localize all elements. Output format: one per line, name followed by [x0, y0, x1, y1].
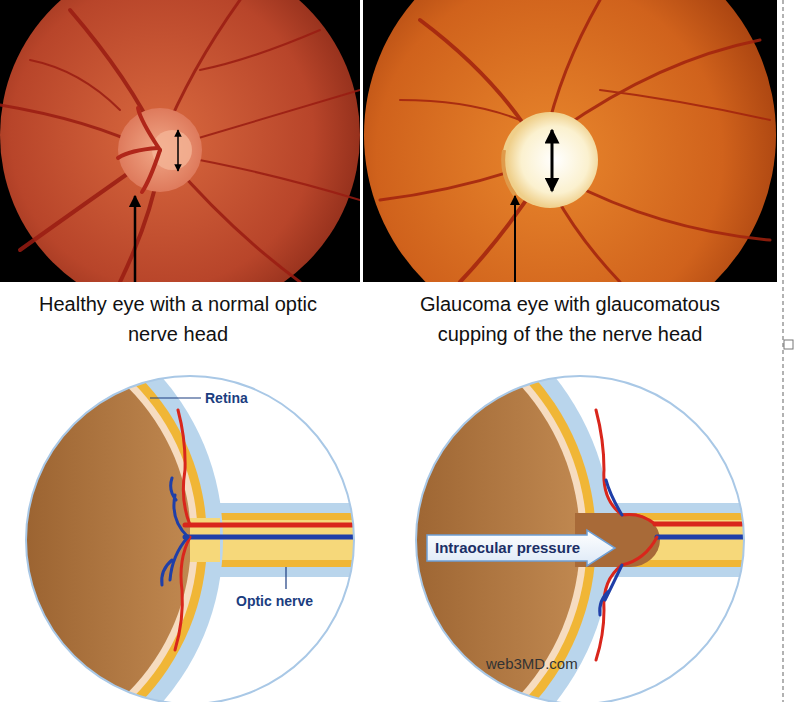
arrow-label: Intraocular pressure	[426, 530, 611, 564]
pressure-arrow: Intraocular pressure	[426, 530, 611, 566]
eye-cross-section	[0, 292, 375, 702]
fundus-photo	[363, 0, 777, 282]
figure-caption: Glaucoma eye with glaucomatous cupping o…	[400, 289, 740, 349]
part-label: Retina	[205, 389, 248, 407]
arrow-outline	[427, 530, 615, 566]
part-label: Optic nerve	[236, 592, 313, 610]
figure-caption: Healthy eye with a normal optic nerve he…	[18, 289, 338, 349]
fundus-photo	[0, 0, 360, 282]
watermark: web3MD.com	[486, 655, 578, 672]
